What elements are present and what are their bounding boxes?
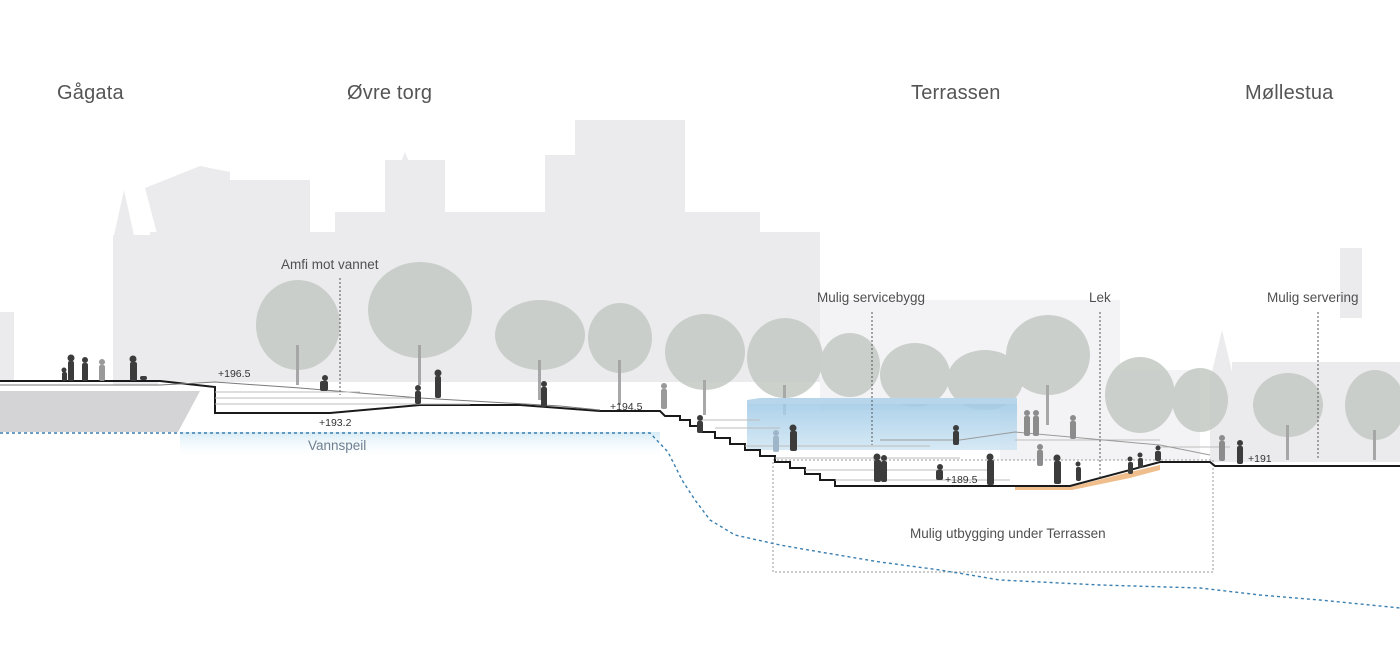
label-mulig-servering: Mulig servering xyxy=(1267,290,1359,305)
person xyxy=(1053,454,1061,484)
service-building-volume xyxy=(747,398,1017,450)
person xyxy=(1075,461,1081,481)
water-band xyxy=(180,432,660,460)
person xyxy=(61,367,67,381)
play-area-surface xyxy=(1015,465,1160,490)
amphitheater-steps xyxy=(215,391,1230,481)
quay-mass xyxy=(0,391,200,432)
person xyxy=(986,453,994,485)
person xyxy=(936,464,943,480)
tree xyxy=(880,343,950,407)
person xyxy=(67,354,75,381)
tree xyxy=(1253,373,1323,460)
tree xyxy=(1172,368,1228,432)
heading-gagata: Gågata xyxy=(57,82,124,104)
person xyxy=(99,359,105,381)
person xyxy=(873,453,881,482)
label-lek: Lek xyxy=(1089,290,1111,305)
annotation-leaders xyxy=(339,278,1319,480)
label-vannspeil: Vannspeil xyxy=(308,438,367,453)
trees xyxy=(256,262,1400,460)
person xyxy=(1070,415,1076,439)
person xyxy=(1127,456,1133,474)
ground-line xyxy=(0,380,1400,487)
underground-expansion-outline xyxy=(772,459,1214,573)
level-193-2: +193.2 xyxy=(319,417,352,429)
tree xyxy=(368,262,472,385)
person xyxy=(434,369,442,398)
person xyxy=(953,425,959,445)
person xyxy=(541,381,547,407)
person xyxy=(1137,452,1143,468)
person xyxy=(415,385,421,404)
tree xyxy=(1345,370,1400,460)
person xyxy=(129,355,137,381)
person xyxy=(320,375,328,391)
person xyxy=(661,383,667,409)
person xyxy=(1155,445,1161,461)
person xyxy=(1033,410,1039,436)
heading-terrassen: Terrassen xyxy=(911,82,1001,104)
person xyxy=(881,455,887,482)
person xyxy=(1219,435,1225,461)
label-amfi-mot-vannet: Amfi mot vannet xyxy=(281,257,379,272)
tree xyxy=(495,300,585,400)
heading-ovre-torg: Øvre torg xyxy=(347,82,433,104)
tree xyxy=(1006,315,1090,425)
upper-surface-line xyxy=(0,381,601,411)
tree xyxy=(588,303,652,405)
level-189-5: +189.5 xyxy=(945,474,978,486)
people xyxy=(61,354,1243,485)
person xyxy=(789,424,797,451)
dog xyxy=(140,376,147,380)
tree xyxy=(947,350,1023,410)
label-mulig-servicebygg: Mulig servicebygg xyxy=(817,290,926,305)
label-mulig-utbygging: Mulig utbygging under Terrassen xyxy=(910,526,1106,541)
person xyxy=(82,357,88,381)
person xyxy=(697,415,703,433)
person xyxy=(1237,440,1243,464)
heading-mollestua: Møllestua xyxy=(1245,82,1334,104)
level-194-5: +194.5 xyxy=(610,401,643,413)
tree xyxy=(256,280,340,385)
level-191: +191 xyxy=(1248,453,1272,465)
tree xyxy=(820,333,880,397)
person xyxy=(1024,410,1030,436)
tree xyxy=(1105,357,1175,433)
tree xyxy=(665,314,745,415)
person xyxy=(773,430,779,452)
water-level-line xyxy=(0,432,1400,609)
level-196-5: +196.5 xyxy=(218,368,251,380)
terrace-slope xyxy=(880,431,1211,456)
person xyxy=(1037,444,1043,466)
